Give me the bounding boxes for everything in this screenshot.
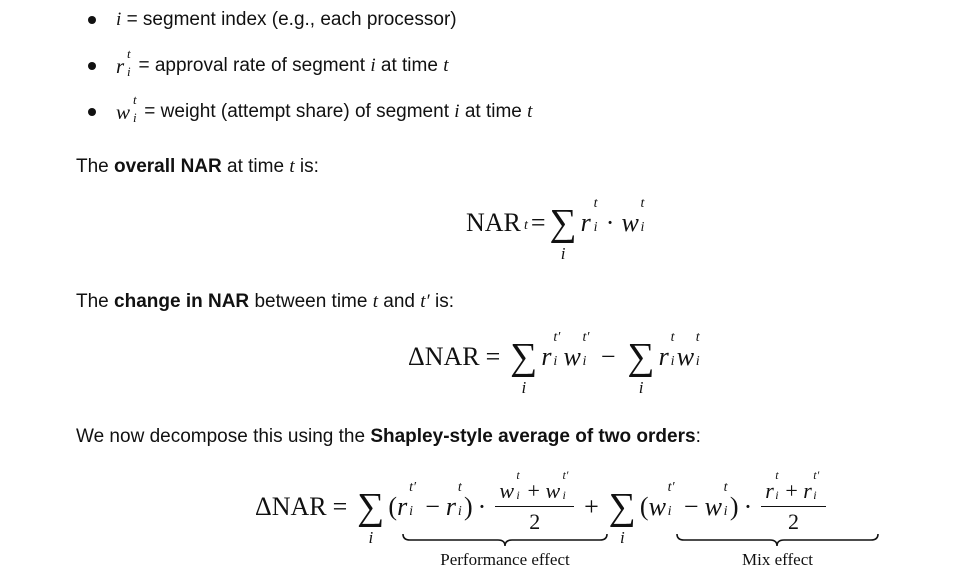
var-i: i xyxy=(454,101,460,122)
paragraph-decompose: We now decompose this using the Shapley-… xyxy=(76,426,701,447)
bullet-icon xyxy=(88,16,96,24)
definition-text: = approval rate of segment xyxy=(138,55,366,76)
sum-symbol: ∑i xyxy=(357,485,385,547)
definition-text: at time xyxy=(464,101,522,122)
var-t: t xyxy=(527,101,533,122)
var-t: t xyxy=(443,55,449,76)
paragraph-overall-nar: The overall NAR at time t is: xyxy=(76,156,319,177)
underbrace-performance xyxy=(402,533,608,547)
label-mix-effect: Mix effect xyxy=(742,550,813,569)
sum-symbol: ∑i xyxy=(510,336,538,397)
definition-text: = segment index (e.g., each processor) xyxy=(126,9,457,30)
bullet-icon xyxy=(88,62,96,70)
bullet-icon xyxy=(88,108,96,116)
paragraph-change-nar: The change in NAR between time t and t′ … xyxy=(76,291,454,312)
var-i: i xyxy=(116,9,122,30)
sum-symbol: ∑i xyxy=(608,485,636,547)
definition-text: at time xyxy=(380,55,438,76)
list-item: i = segment index (e.g., each processor) xyxy=(88,2,457,38)
label-performance-effect: Performance effect xyxy=(440,550,570,569)
sum-symbol: ∑i xyxy=(627,336,655,397)
sum-symbol: ∑i xyxy=(549,202,577,263)
var-i: i xyxy=(370,55,376,76)
underbrace-mix xyxy=(676,533,879,547)
definition-text: = weight (attempt share) of segment xyxy=(144,101,449,122)
